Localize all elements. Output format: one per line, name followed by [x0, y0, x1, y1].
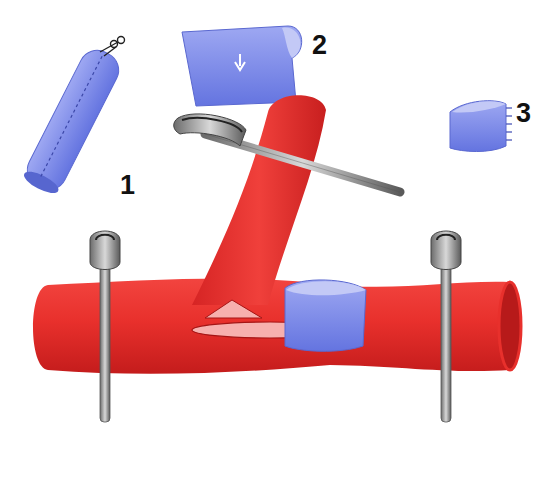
left-clamp — [90, 231, 120, 422]
branch-clamp — [174, 114, 400, 192]
right-clamp — [431, 231, 461, 422]
callout-number: 3 — [516, 100, 531, 127]
callout-number: 2 — [312, 32, 327, 59]
scissors-symbol — [100, 37, 125, 57]
callout-number: 1 — [120, 172, 135, 199]
sewn-patch — [285, 280, 366, 351]
vein-tube — [20, 44, 125, 198]
opened-patch — [182, 26, 302, 106]
trimmed-patch — [450, 101, 512, 152]
